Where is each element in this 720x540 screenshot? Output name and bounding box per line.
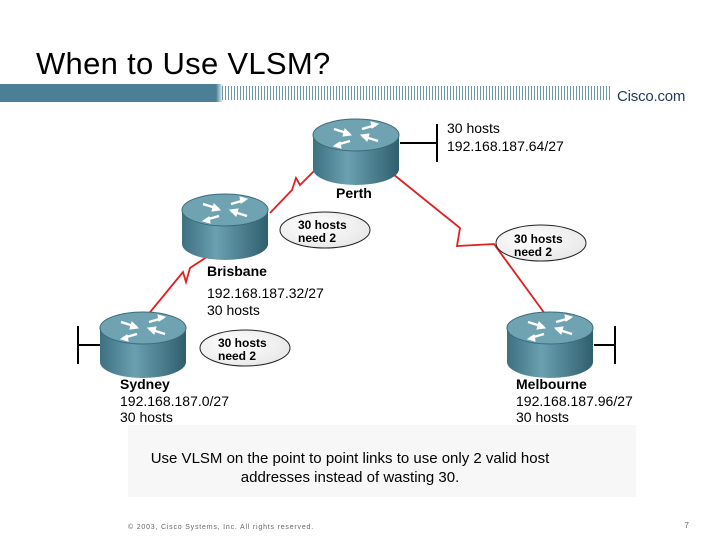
lan-segment-icon — [594, 326, 616, 364]
caption-box — [128, 425, 636, 497]
page-number: 7 — [684, 521, 689, 530]
sydney-name: Sydney — [120, 376, 170, 392]
serial-link-perth-melbourne — [387, 169, 549, 319]
melbourne-labels: Melbourne 192.168.187.96/27 30 hosts — [516, 376, 633, 425]
link-label-line1: 30 hosts — [298, 218, 347, 232]
melbourne-name: Melbourne — [516, 376, 587, 392]
brisbane-labels: Brisbane 192.168.187.32/27 30 hosts — [207, 263, 324, 318]
router-sydney — [98, 310, 188, 380]
brisbane-hosts: 30 hosts — [207, 302, 260, 318]
sydney-hosts: 30 hosts — [120, 409, 173, 425]
lan-segment-icon — [77, 326, 100, 364]
copyright-footer: © 2003, Cisco Systems, Inc. All rights r… — [128, 524, 314, 531]
brisbane-subnet: 192.168.187.32/27 — [207, 285, 324, 301]
lan-segment-icon — [400, 124, 438, 162]
router-icon — [180, 192, 270, 262]
perth-labels: 30 hosts 192.168.187.64/27 Perth — [336, 120, 564, 201]
caption-line-2: addresses instead of wasting 30. — [240, 469, 460, 486]
perth-subnet: 192.168.187.64/27 — [447, 138, 564, 154]
brisbane-name: Brisbane — [207, 263, 267, 279]
link-label-brisbane-sydney: 30 hosts need 2 — [199, 329, 291, 367]
slide-title: When to Use VLSM? — [36, 46, 331, 81]
router-icon — [98, 310, 188, 380]
router-icon — [311, 117, 401, 187]
link-label-line1: 30 hosts — [514, 232, 563, 246]
melbourne-hosts: 30 hosts — [516, 409, 569, 425]
header-stripes — [222, 86, 612, 100]
link-label-line2: need 2 — [218, 349, 256, 363]
sydney-labels: Sydney 192.168.187.0/27 30 hosts — [120, 376, 229, 425]
link-label-line2: need 2 — [514, 245, 552, 259]
caption-line-1: Use VLSM on the point to point links to … — [150, 450, 550, 467]
router-icon — [505, 310, 595, 380]
cisco-logo: Cisco.com — [617, 88, 686, 105]
caption: Use VLSM on the point to point links to … — [128, 449, 572, 487]
perth-hosts: 30 hosts — [447, 120, 500, 136]
link-label-line2: need 2 — [298, 231, 336, 245]
sydney-subnet: 192.168.187.0/27 — [120, 393, 229, 409]
router-perth — [311, 117, 401, 187]
link-label-perth-brisbane: 30 hosts need 2 — [279, 211, 371, 249]
serial-link-perth-brisbane — [269, 149, 336, 214]
router-melbourne — [505, 310, 595, 380]
perth-name: Perth — [336, 185, 372, 201]
serial-link-brisbane-sydney — [141, 244, 226, 323]
link-label-line1: 30 hosts — [218, 336, 267, 350]
melbourne-subnet: 192.168.187.96/27 — [516, 393, 633, 409]
link-label-perth-melbourne: 30 hosts need 2 — [495, 224, 587, 262]
router-brisbane — [180, 192, 270, 262]
